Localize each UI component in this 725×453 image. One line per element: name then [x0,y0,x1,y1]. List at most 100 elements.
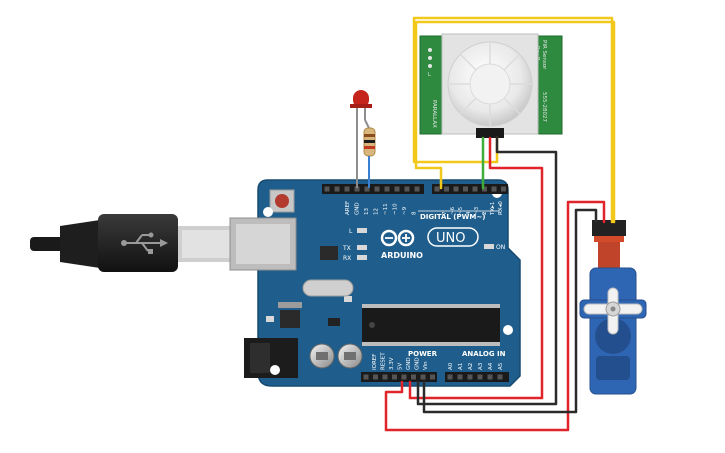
pin-label: GND [406,357,412,370]
on-led-label: ON [496,244,505,251]
servo-horn [583,287,643,335]
wire-servo-ground [422,208,598,414]
brand-label: ARDUINO [381,251,423,260]
pin-hole[interactable] [344,186,350,192]
resistor [363,119,376,188]
pin-hole[interactable] [414,186,420,192]
pin-hole[interactable] [497,374,503,380]
pin-hole[interactable] [477,374,483,380]
pin-label: 13 [364,208,370,215]
pin-hole[interactable] [392,374,397,380]
servo-motor [579,220,647,395]
svg-text:L: L [428,72,431,78]
pin-hole[interactable] [482,186,487,192]
pin-hole[interactable] [434,186,440,192]
pin-hole[interactable] [382,374,388,380]
pin-label: GND [415,357,421,370]
pin-hole[interactable] [374,186,380,192]
pin-label: 7 [442,211,448,215]
pin-hole[interactable] [457,374,463,380]
pin-label: 4 [466,211,472,215]
pin-hole[interactable] [447,374,453,380]
pin-hole[interactable] [373,374,378,380]
pin-label: A4 [488,362,494,370]
analog-label: ANALOG IN [462,350,506,358]
pin-label: ~9 [402,206,408,215]
pin-label: ~11 [383,203,389,215]
usb-cable [30,214,234,272]
tx-led-label: TX [342,245,351,252]
analog-pin-holes [447,374,503,380]
pin-label: A5 [498,362,504,370]
pin-label: TX▸1 [490,202,496,216]
pin-label: RX◂0 [498,201,504,215]
wires [384,16,616,432]
crystal-oscillator [302,279,354,297]
status-leds: L TX RX ON [342,228,505,262]
capacitor [309,343,335,369]
rx-led-label: RX [343,255,351,262]
pin-hole[interactable] [394,186,400,192]
arduino-logo: ARDUINO UNO [380,227,479,260]
pir-part-label: 555-28027 [541,92,547,122]
pir-sensor: L PARALLAX PIR Sensor Rev B 555-28027 [419,33,563,138]
pin-hole[interactable] [384,186,390,192]
pin-hole[interactable] [354,186,360,192]
digital-pin-holes [324,186,506,192]
pin-label: 8 [412,211,418,215]
pin-label: Vin [423,361,429,370]
usb-chip [320,246,338,260]
reset-button[interactable] [269,189,295,213]
l-led-label: L [349,228,353,235]
mounting-hole [503,325,513,335]
pin-hole[interactable] [491,186,497,192]
arduino-board: L TX RX ON ARDUINO UNO AREF GND 13 12~11 ~10… [229,179,521,387]
pin-label: 5V [398,363,404,370]
pin-label: 2 [482,212,488,216]
pir-brand-label: PARALLAX [431,100,437,128]
pir-title-label: PIR Sensor [541,40,547,70]
wire-pir-vcc [408,136,544,400]
red-led [350,90,372,188]
pin-hole[interactable] [420,374,426,380]
pin-hole[interactable] [487,374,493,380]
voltage-regulator [280,310,300,328]
wire-servo-power [384,200,606,432]
pin-label: AREF [345,201,351,215]
wire-pir-gnd [416,136,558,406]
pin-label: A3 [478,362,484,370]
pin-hole[interactable] [324,186,330,192]
pin-label: A0 [448,362,454,370]
mounting-hole [263,207,273,217]
pin-hole[interactable] [467,374,473,380]
digital-label: DIGITAL (PWM~) [420,213,485,221]
wire-pir-signal [412,16,614,224]
pin-hole[interactable] [411,374,416,380]
pin-hole[interactable] [430,374,435,380]
pin-hole[interactable] [334,186,340,192]
pin-hole[interactable] [363,374,369,380]
pin-label: A2 [468,363,474,370]
power-header [361,372,437,382]
pin-label: ~10 [393,203,399,215]
atmega-chip [362,304,500,346]
pin-hole[interactable] [444,186,449,192]
pin-hole[interactable] [472,186,478,192]
pir-header [476,128,504,138]
pin-hole[interactable] [404,186,410,192]
usb-icon [121,232,168,254]
pin-hole[interactable] [501,186,506,192]
pin-label: 12 [374,208,380,215]
pin-hole[interactable] [453,186,459,192]
power-pin-holes [363,374,435,380]
digital-header-left [322,184,424,194]
model-label: UNO [436,231,465,246]
pin-label: IOREF [372,354,378,370]
digital-header-right [432,184,508,194]
pin-hole[interactable] [463,186,468,192]
pin-hole[interactable] [364,186,370,192]
pin-hole[interactable] [401,374,407,380]
mounting-hole [270,365,280,375]
